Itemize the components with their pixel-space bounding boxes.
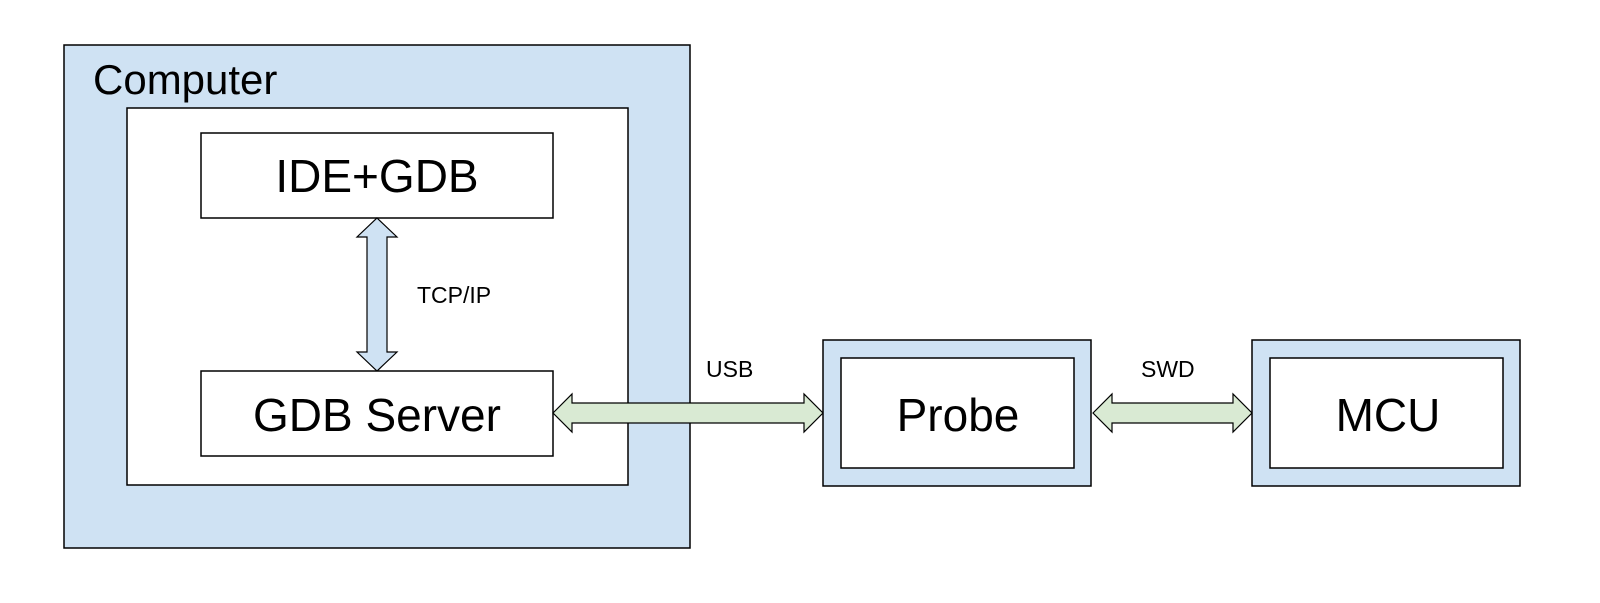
mcu-inner-box — [1269, 357, 1504, 469]
usb-label: USB — [706, 356, 753, 382]
gdb-server-label: GDB Server — [253, 389, 501, 441]
swd-double-arrow — [1092, 392, 1253, 434]
gdb-server-box — [200, 370, 554, 457]
probe-label: Probe — [897, 389, 1020, 441]
probe-block: Probe — [822, 339, 1092, 487]
ide-gdb-label: IDE+GDB — [275, 150, 478, 202]
computer-label: Computer — [93, 56, 277, 103]
mcu-label: MCU — [1336, 389, 1441, 441]
ide-gdb-block: IDE+GDB — [200, 132, 554, 219]
swd-connection: SWD — [1092, 356, 1253, 434]
ide-gdb-box — [200, 132, 554, 219]
usb-connection: USB — [552, 356, 824, 434]
swd-label: SWD — [1141, 356, 1195, 382]
probe-inner-box — [840, 357, 1075, 469]
tcp-ip-label: TCP/IP — [417, 282, 491, 308]
gdb-server-block: GDB Server — [200, 370, 554, 457]
mcu-block: MCU — [1251, 339, 1521, 487]
